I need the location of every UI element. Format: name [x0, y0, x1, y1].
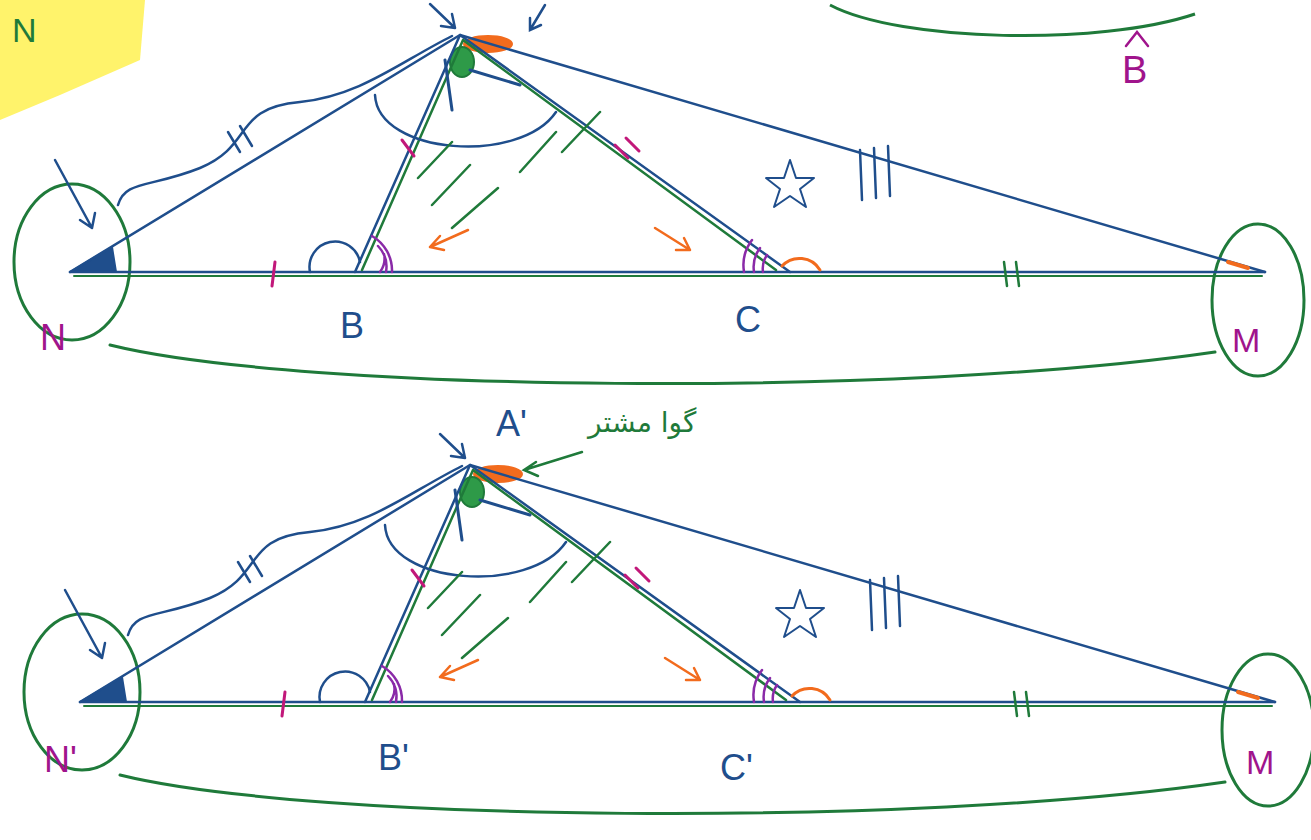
note-text: گوا مشتر — [588, 408, 696, 439]
pointer-arrow — [524, 452, 582, 476]
point-label: M — [1246, 744, 1274, 781]
point-label: A' — [496, 404, 527, 444]
point-label: C' — [720, 748, 753, 788]
point-label: C — [735, 300, 761, 340]
lower-triangle-figure — [24, 434, 1311, 814]
angle-label: B — [1122, 50, 1147, 92]
margin-letter: N — [12, 12, 37, 49]
pointer-arrow — [530, 5, 545, 30]
upper-triangle-figure — [14, 4, 1304, 384]
point-label: M — [1232, 322, 1260, 359]
point-label: B — [340, 306, 364, 346]
point-label: B' — [378, 738, 409, 778]
highlight — [0, 0, 145, 120]
hat-mark — [1126, 32, 1148, 46]
point-label: N' — [44, 740, 77, 780]
curve-mark — [830, 5, 1195, 36]
point-label: N — [40, 318, 66, 358]
